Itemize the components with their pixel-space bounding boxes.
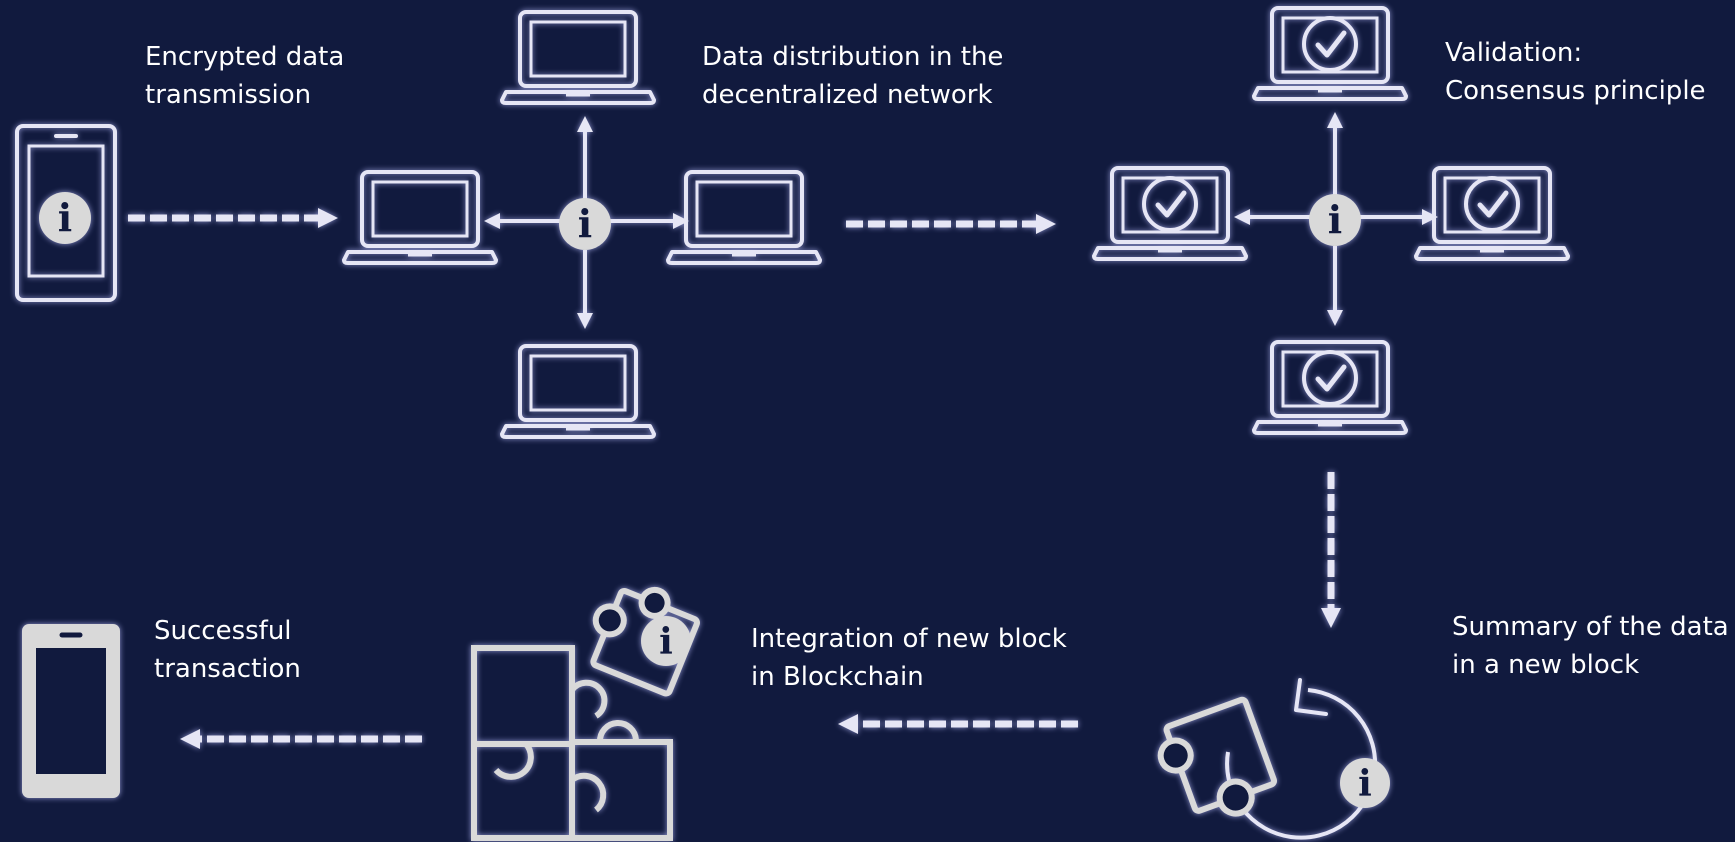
svg-text:i: i: [58, 195, 72, 240]
dashed-arrow-down: [1321, 472, 1341, 628]
laptop-icon: [342, 170, 498, 265]
blockchain-puzzle-icon: i: [471, 586, 700, 841]
laptop-icon: [500, 344, 656, 439]
network-arrows: [484, 116, 689, 329]
distribution-network: i: [342, 10, 822, 439]
dashed-arrow-left: [180, 729, 422, 749]
network-arrows: [1234, 112, 1438, 326]
svg-text:i: i: [659, 621, 673, 663]
laptop-icon: [666, 170, 822, 265]
puzzle-icon: [1157, 696, 1278, 817]
new-block-icon: i: [1157, 678, 1390, 840]
laptop-check-icon: [1252, 340, 1408, 435]
puzzle-icon: [590, 586, 700, 697]
validation-network: i: [1092, 6, 1570, 435]
info-icon: i: [559, 198, 611, 250]
dashed-arrow-left: [838, 714, 1078, 734]
dashed-arrow-right: [846, 214, 1056, 234]
receiver-phone-icon: [22, 624, 120, 798]
step-label-validation: Validation:Consensus principle: [1445, 38, 1706, 106]
puzzle-icon: [471, 645, 673, 841]
info-icon: i: [641, 616, 691, 666]
svg-text:i: i: [1358, 763, 1372, 805]
info-icon: i: [39, 192, 91, 244]
laptop-check-icon: [1252, 6, 1408, 101]
svg-text:i: i: [578, 201, 592, 246]
laptop-check-icon: [1414, 166, 1570, 261]
dashed-arrow-right: [128, 208, 338, 228]
laptop-check-icon: [1092, 166, 1248, 261]
info-icon: i: [1340, 758, 1390, 808]
laptop-icon: [500, 10, 656, 105]
sender-phone-icon: i: [15, 124, 117, 302]
info-icon: i: [1309, 194, 1361, 246]
svg-text:i: i: [1328, 197, 1342, 242]
